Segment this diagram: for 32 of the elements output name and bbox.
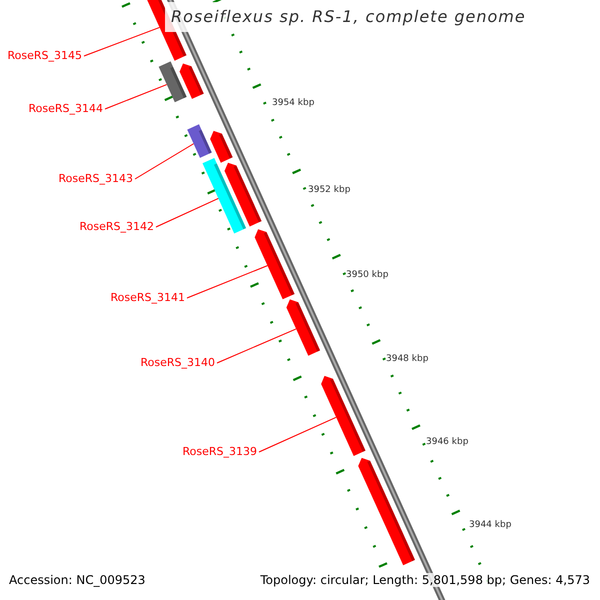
gene-block [224,162,262,226]
leader-line [84,26,160,56]
map-title: Roseiflexus sp. RS-1, complete genome [171,7,526,26]
scale-label: 3954 kbp [272,98,314,109]
gene-block [358,458,415,566]
scale-label: 3952 kbp [308,185,350,196]
leader-line [156,198,219,228]
gene-label: RoseRS_3139 [182,445,257,458]
gene-block [180,64,204,99]
gene-block [202,158,246,234]
genome-summary-text: Topology: circular; Length: 5,801,598 bp; Genes: 4,573 [260,573,590,587]
leader-line [258,416,337,452]
gene-label: RoseRS_3143 [58,172,133,185]
leader-line [104,84,168,110]
scale-label: 3948 kbp [386,354,428,365]
gene-block [187,124,212,158]
scale-label: 3950 kbp [346,270,388,281]
gene-label: RoseRS_3142 [80,220,154,233]
gene-label: RoseRS_3141 [110,291,185,304]
gene-block [286,299,320,356]
leader-line [216,328,297,364]
gene-block [321,376,366,456]
gene-label: RoseRS_3145 [8,49,82,62]
scale-label: 3946 kbp [426,437,468,448]
gene-label: RoseRS_3144 [28,102,103,115]
leader-line [186,265,268,298]
gene-block [254,229,295,300]
gene-label: RoseRS_3140 [140,356,215,369]
accession-text: Accession: NC_009523 [9,573,146,587]
scale-label: 3944 kbp [469,520,512,531]
gene-block [158,61,187,102]
gene-block [210,130,233,163]
